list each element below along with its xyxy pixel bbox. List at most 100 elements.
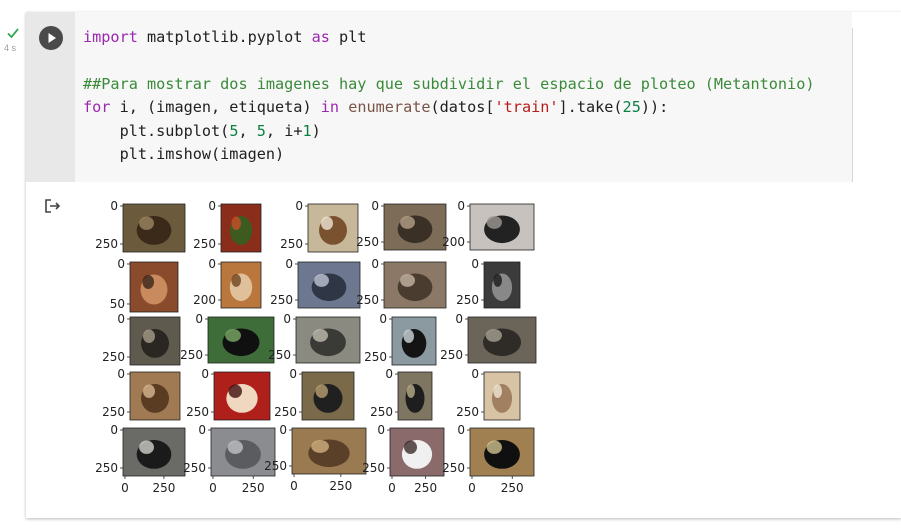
subplot-frame	[467, 316, 537, 364]
image-highlight	[493, 384, 502, 398]
y-tick-label: 250	[95, 237, 118, 251]
x-tick-label: 0	[388, 481, 396, 495]
x-tick-label: 250	[501, 481, 524, 495]
code-line-3: ##Para mostrar dos imagenes hay que subd…	[83, 74, 815, 93]
code-line-5: plt.subplot(5, 5, i+1)	[83, 121, 321, 140]
image-highlight	[486, 440, 502, 454]
image-highlight	[493, 273, 502, 287]
image-highlight	[142, 275, 154, 289]
y-tick-label: 0	[455, 312, 463, 326]
y-tick-label: 0	[385, 367, 393, 381]
code-line-1: import matplotlib.pyplot as plt	[83, 28, 367, 46]
x-tick-label: 0	[121, 481, 129, 495]
y-tick-label: 0	[377, 423, 385, 437]
y-tick-label: 0	[208, 257, 216, 271]
token-for: for	[83, 98, 111, 117]
x-tick-label: 0	[209, 481, 217, 495]
x-tick-label: 0	[290, 479, 298, 493]
subplot-frame	[129, 371, 181, 421]
output-redirect-icon[interactable]	[44, 198, 62, 214]
y-tick-label: 250	[362, 461, 385, 475]
subplot-frame	[129, 316, 181, 366]
y-tick-label: 0	[471, 367, 479, 381]
subplot-frame	[469, 203, 535, 251]
y-tick-label: 0	[371, 199, 379, 213]
y-tick-label: 0	[379, 312, 387, 326]
y-tick-label: 250	[264, 459, 287, 473]
subplot-frame	[469, 427, 535, 477]
subplot-frame	[307, 203, 359, 253]
y-tick-label: 250	[193, 237, 216, 251]
y-tick-label: 250	[456, 293, 479, 307]
y-tick-label: 250	[95, 461, 118, 475]
image-highlight	[143, 329, 155, 343]
y-tick-label: 250	[270, 293, 293, 307]
image-highlight	[228, 384, 242, 398]
x-tick-label: 0	[468, 481, 476, 495]
subplot-frame	[122, 427, 186, 477]
x-tick-label: 250	[242, 481, 265, 495]
token-in: in	[320, 98, 340, 117]
image-highlight	[321, 216, 333, 230]
y-tick-label: 250	[268, 348, 291, 362]
image-highlight	[485, 328, 502, 342]
image-highlight	[231, 273, 241, 287]
image-highlight	[400, 273, 415, 287]
token-number: 25	[622, 98, 641, 117]
code-line-6: plt.imshow(imagen)	[83, 145, 285, 164]
subplot-frame	[483, 261, 521, 309]
image-highlight	[400, 215, 415, 229]
token-enumerate: enumerate	[348, 98, 431, 117]
y-tick-label: 250	[456, 405, 479, 419]
image-highlight	[311, 439, 329, 453]
subplot-frame	[383, 261, 447, 309]
y-tick-label: 0	[201, 367, 209, 381]
image-highlight	[315, 384, 329, 398]
y-tick-label: 0	[457, 423, 465, 437]
y-tick-label: 250	[364, 350, 387, 364]
subplot-frame	[295, 316, 361, 364]
image-highlight	[139, 440, 154, 454]
cell-gutter: 4 s	[0, 0, 26, 532]
subplot-frame	[397, 371, 433, 421]
subplot-frame	[210, 427, 276, 477]
y-tick-label: 250	[274, 405, 297, 419]
token-import: import	[83, 28, 138, 46]
subplot-frame	[207, 316, 275, 364]
y-tick-label: 0	[198, 423, 206, 437]
code-line-4: for i, (imagen, etiqueta) in enumerate(d…	[83, 98, 669, 117]
y-tick-label: 0	[117, 367, 125, 381]
subplot-frame	[389, 427, 445, 477]
y-tick-label: 0	[289, 367, 297, 381]
subplot-frame	[129, 261, 179, 313]
y-tick-label: 250	[102, 405, 125, 419]
subplot-panel: 0 250	[270, 257, 361, 309]
run-cell-button[interactable]	[39, 26, 63, 50]
code-text: import matplotlib.pyplot as plt ##Para m…	[83, 26, 815, 166]
y-tick-label: 0	[285, 257, 293, 271]
subplot-panel: 0 250	[456, 367, 521, 421]
image-highlight	[403, 329, 414, 343]
code-cell: import matplotlib.pyplot as plt ##Para m…	[26, 12, 901, 518]
subplot-panel: 0 250	[102, 367, 181, 421]
y-tick-label: 0	[295, 199, 303, 213]
code-editor[interactable]: import matplotlib.pyplot as plt ##Para m…	[75, 12, 852, 182]
subplot-frame	[213, 371, 271, 421]
subplot-frame	[383, 203, 447, 251]
subplot-panel: 0 250	[274, 367, 355, 421]
subplot-frame	[297, 261, 361, 309]
